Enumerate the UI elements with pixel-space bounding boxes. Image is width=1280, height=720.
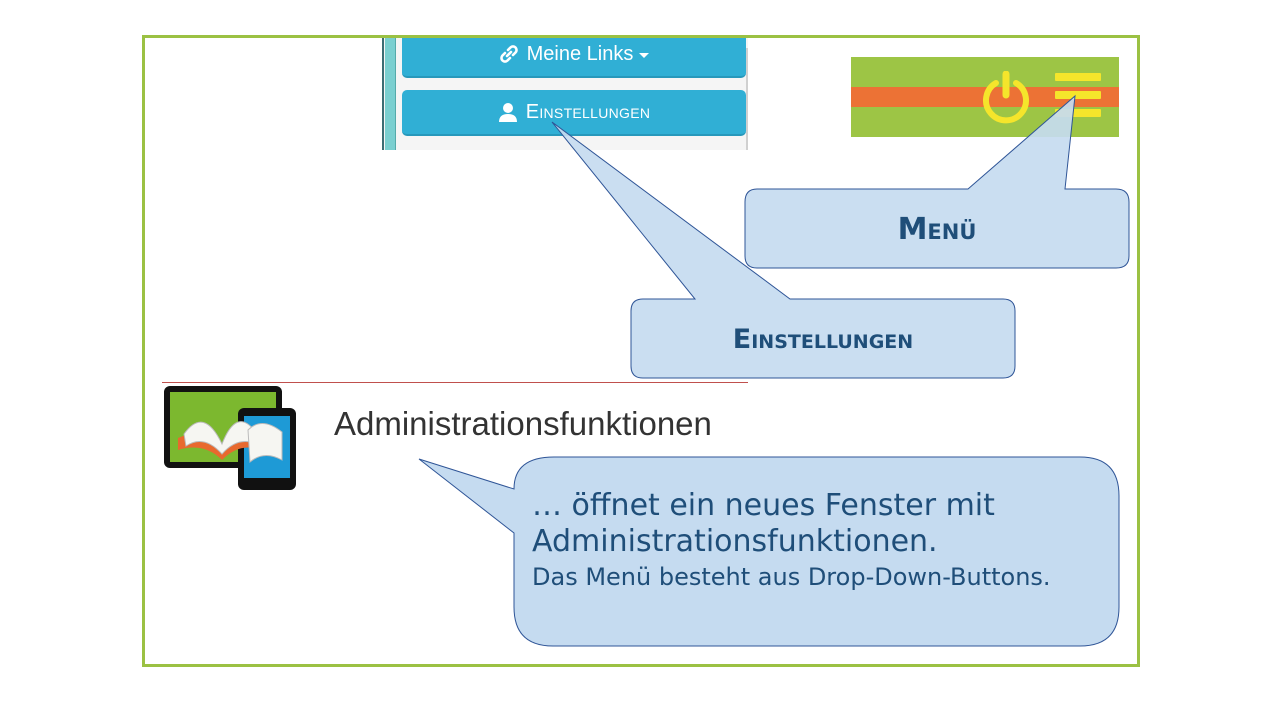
admin-title: Administrationsfunktionen bbox=[334, 405, 712, 442]
sidebar-screenshot: Meine Links Einstellungen bbox=[382, 38, 748, 150]
admin-callout-text: … öffnet ein neues Fenster mit Administr… bbox=[532, 488, 1112, 594]
sidebar-scrollbar[interactable] bbox=[746, 48, 748, 150]
hamburger-menu-icon[interactable] bbox=[1055, 73, 1101, 124]
user-icon bbox=[498, 102, 518, 122]
power-icon[interactable] bbox=[979, 70, 1033, 130]
meine-links-label: Meine Links bbox=[526, 42, 634, 65]
einstellungen-label: Einstellungen bbox=[525, 100, 651, 123]
sidebar-rail bbox=[382, 38, 384, 150]
einstellungen-button[interactable]: Einstellungen bbox=[402, 90, 746, 136]
admin-callout-line2: Administrationsfunktionen. bbox=[532, 524, 938, 559]
chevron-down-icon bbox=[639, 53, 650, 58]
book-tablet-logo bbox=[164, 386, 298, 495]
slide-frame bbox=[142, 35, 1140, 667]
header-divider bbox=[162, 382, 748, 383]
sidebar-rail-accent bbox=[385, 38, 396, 150]
menu-callout-label: Menü bbox=[897, 211, 977, 247]
link-icon bbox=[499, 44, 519, 64]
meine-links-button[interactable]: Meine Links bbox=[402, 38, 746, 78]
einstellungen-callout-label: Einstellungen bbox=[732, 323, 914, 355]
admin-callout-line3: Das Menü besteht aus Drop-Down-Buttons. bbox=[532, 563, 1051, 591]
admin-callout-line1: … öffnet ein neues Fenster mit bbox=[532, 488, 995, 523]
menubar-screenshot bbox=[851, 57, 1119, 137]
